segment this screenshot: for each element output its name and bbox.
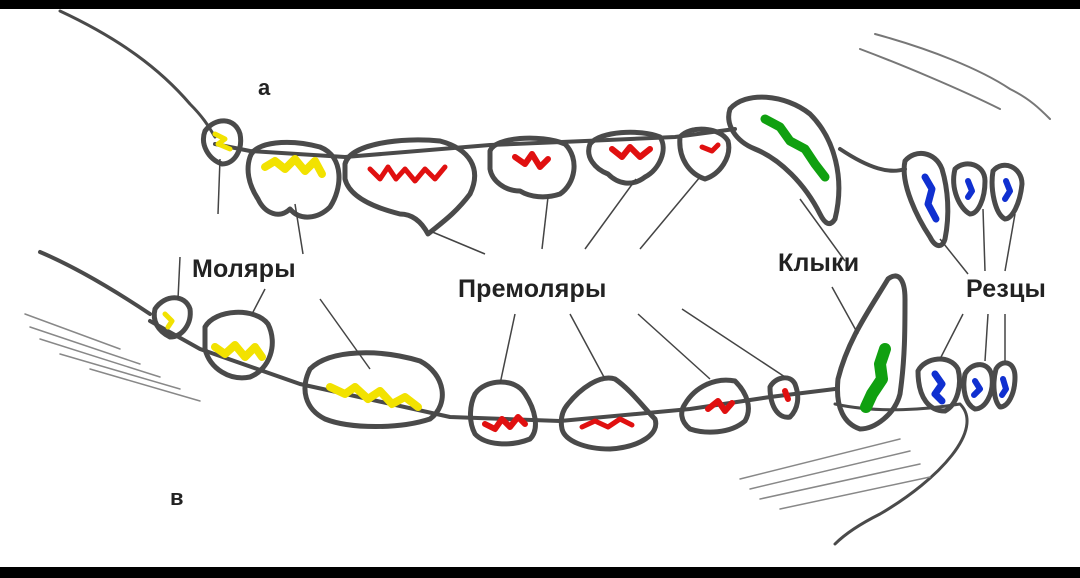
incisors-leader-upper-1 [939,238,969,275]
lower-incisor-1 [915,356,962,414]
lower-molar-3-fill [326,383,422,411]
lower-molar-2 [202,309,275,381]
upper-incisor-2 [951,161,988,217]
lower-molar-2-fill [211,341,266,361]
upper-premolar-1-fill [367,164,448,184]
lower-canine-fill [860,343,891,413]
incisors-leader-lower-1 [939,313,964,360]
lower-incisor-2-fill [971,378,983,398]
lower-molar-1 [151,295,193,340]
upper-premolar-4 [677,126,732,182]
upper-jaw [58,9,1051,248]
upper-molar-1-fill [212,131,233,152]
lower-jaw-fills [162,311,1009,432]
upper-molar-1 [201,118,244,167]
jaw-illustration [24,9,1051,546]
dental-diagram: а в Моляры Премоляры Клыки Резцы [0,9,1080,567]
molars-leader-lower-2 [251,288,266,315]
premolars-leader-lower-3 [637,313,711,380]
upper-premolar-2-fill [512,151,551,170]
premolars-leader-lower-2 [569,313,606,380]
leader-lines [177,158,1016,385]
lower-premolar-3-fill [705,398,735,414]
lower-premolar-1 [468,379,538,447]
upper-canine-fill [760,114,830,182]
lower-molar-3 [302,350,445,429]
upper-canine [726,94,842,227]
lower-premolar-2-fill [579,416,635,430]
incisors-label: Резцы [966,275,1047,303]
upper-premolar-3-fill [609,144,653,160]
lower-premolar-4-fill [782,388,791,402]
premolars-leader-lower-4 [681,308,786,378]
lower-incisor-3 [991,360,1018,410]
premolars-leader-upper-1 [429,230,486,255]
premolars-leader-upper-2 [541,196,549,250]
lower-premolar-1-fill [482,414,528,432]
premolars-leader-lower-1 [499,313,516,385]
premolars-leader-upper-4 [639,176,701,250]
upper-jaw-fills [212,114,1013,223]
lower-jaw-label: в [170,485,184,510]
upper-premolar-1 [342,137,477,237]
molars-leader-lower-1 [177,256,181,300]
upper-snout-contour [859,33,1051,120]
lower-canine [834,273,908,432]
incisors-leader-upper-2 [982,208,986,272]
lower-premolar-2 [558,375,659,452]
upper-incisor-1 [901,151,951,248]
canines-leader-lower [831,286,859,335]
incisors-leader-lower-2 [984,313,989,362]
lower-premolar-4 [767,375,801,420]
premolars-label: Премоляры [458,275,607,303]
lower-hatch-left [24,313,201,402]
premolars-leader-upper-3 [584,178,637,250]
lower-jaw-contour [38,250,152,316]
lower-chin-contour [833,402,969,546]
upper-molar-2 [245,139,342,220]
lower-incisor-1-fill [931,370,946,405]
canines-leader-upper [799,198,846,262]
molars-leader-lower-3 [319,298,371,370]
upper-incisor-1-fill [921,173,940,223]
upper-premolar-3 [586,129,666,186]
upper-incisor-2-fill [965,178,975,200]
lower-molar-1-fill [162,311,175,330]
upper-jaw-contour [58,9,217,139]
upper-premolar-4-fill [699,142,721,154]
molars-label: Моляры [192,255,296,283]
molars-leader-upper-2 [294,203,304,255]
lower-incisor-2 [961,362,995,412]
lower-incisor-3-fill [999,376,1009,398]
upper-incisor-3-fill [1002,178,1013,202]
canines-label: Клыки [778,249,860,277]
upper-molar-2-fill [261,155,326,178]
lower-hatch-right [739,438,931,510]
upper-jaw-label: а [258,75,271,100]
upper-incisor-3 [989,162,1025,222]
incisors-leader-upper-3 [1004,213,1016,272]
molars-leader-upper-1 [217,158,221,215]
upper-gum-line [213,127,907,173]
upper-premolar-2 [487,135,577,200]
lower-premolar-3 [679,377,751,435]
